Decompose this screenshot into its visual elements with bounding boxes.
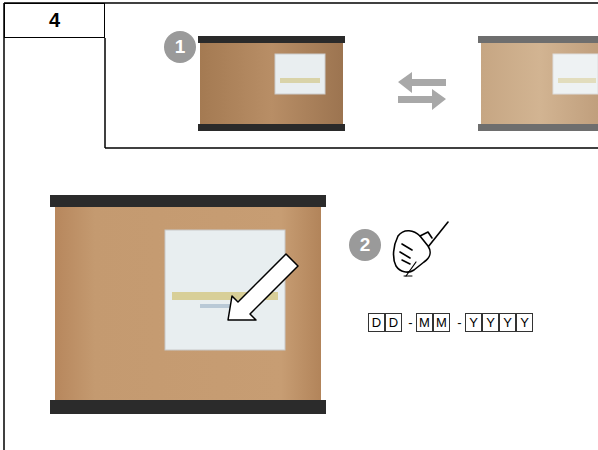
swap-arrows <box>398 72 446 110</box>
node-text: M <box>436 315 447 330</box>
date-digit-box: Y <box>465 313 482 332</box>
pen-icon <box>394 222 448 276</box>
node-text: D <box>389 315 398 330</box>
callout-number: 1 <box>164 31 196 63</box>
frame-line <box>4 3 598 450</box>
node-text: Y <box>520 315 529 330</box>
package-box <box>478 36 598 131</box>
node-text: D <box>372 315 381 330</box>
date-separator: - <box>454 313 465 332</box>
package-box <box>50 195 326 414</box>
date-digit-box: M <box>433 313 450 332</box>
date-digit-box: Y <box>516 313 533 332</box>
step-number: 4 <box>4 3 105 38</box>
node-text: Y <box>486 315 495 330</box>
node-text: 4 <box>49 9 60 32</box>
node-text: M <box>419 315 430 330</box>
callout-number: 2 <box>349 229 381 261</box>
date-digit-box: Y <box>499 313 516 332</box>
callout-text: 2 <box>360 234 371 256</box>
date-separator: - <box>405 313 416 332</box>
pointer-arrow <box>228 254 298 320</box>
date-digit-box: D <box>385 313 402 332</box>
date-digit-box: Y <box>482 313 499 332</box>
node-text: Y <box>503 315 512 330</box>
callout-text: 1 <box>175 36 186 58</box>
package-box <box>198 36 345 131</box>
node-text: Y <box>469 315 478 330</box>
date-digit-box: D <box>368 313 385 332</box>
date-digit-box: M <box>416 313 433 332</box>
